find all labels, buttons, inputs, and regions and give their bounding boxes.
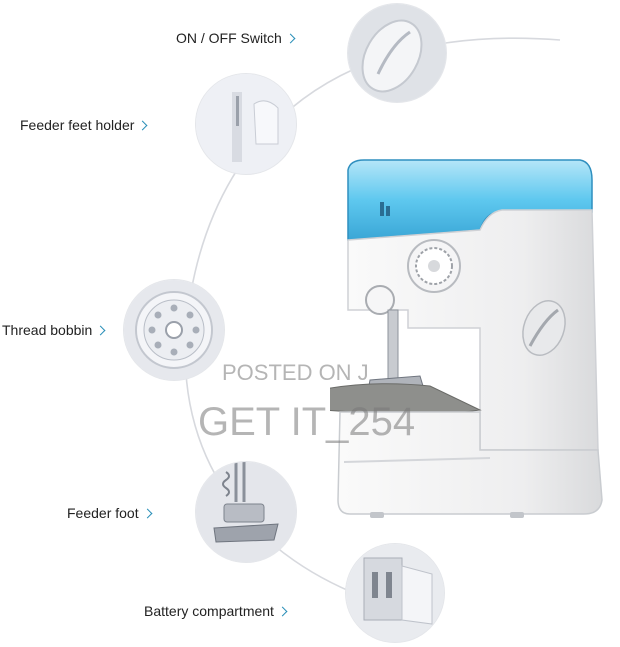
callout-label: Thread bobbin (2, 322, 93, 338)
feeder-foot-closeup-image (196, 462, 296, 562)
chevron-right-icon (285, 33, 296, 43)
callout-label: Feeder feet holder (20, 117, 135, 133)
callout-label: ON / OFF Switch (176, 30, 282, 46)
sewing-machine-image (330, 159, 603, 518)
feeder-feet-holder-closeup-image (196, 74, 296, 174)
watermark-line-2: GET IT_254 (198, 400, 416, 444)
callout-on-off-switch: ON / OFF Switch (176, 30, 296, 46)
chevron-right-icon (277, 606, 288, 616)
chevron-right-icon (95, 325, 106, 335)
callout-label: Battery compartment (144, 603, 274, 619)
callout-feeder-foot: Feeder foot (67, 505, 153, 521)
callout-thread-bobbin: Thread bobbin (2, 322, 106, 338)
callout-feeder-feet-holder: Feeder feet holder (20, 117, 148, 133)
callout-battery-compartment: Battery compartment (144, 603, 288, 619)
thread-bobbin-closeup-image (124, 280, 224, 380)
chevron-right-icon (142, 508, 153, 518)
watermark-line-1: POSTED ON J (222, 360, 369, 385)
chevron-right-icon (137, 120, 148, 130)
callout-label: Feeder foot (67, 505, 139, 521)
battery-compartment-closeup-image (346, 544, 444, 642)
switch-closeup-image (348, 4, 446, 102)
